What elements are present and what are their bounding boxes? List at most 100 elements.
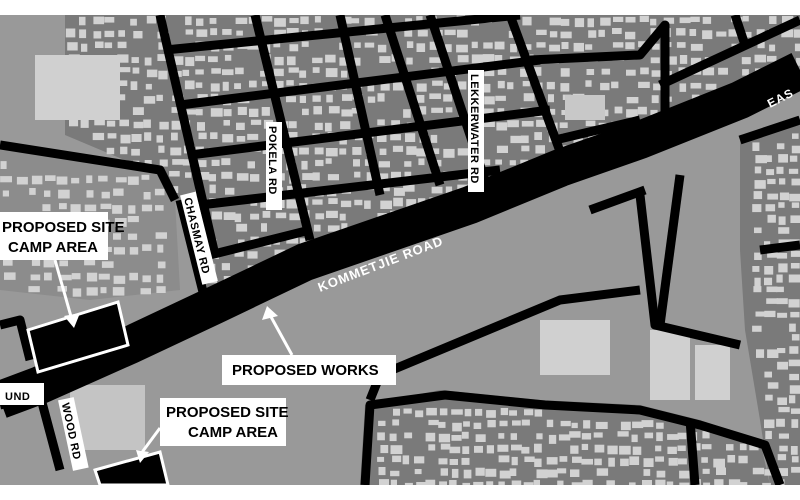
building xyxy=(744,31,752,38)
building xyxy=(728,29,740,37)
building xyxy=(81,43,88,52)
building xyxy=(613,16,624,22)
building xyxy=(222,29,232,35)
building xyxy=(600,17,611,26)
building xyxy=(485,468,497,477)
building xyxy=(511,444,522,451)
building xyxy=(596,468,609,476)
building xyxy=(608,457,615,467)
building xyxy=(521,121,534,127)
building xyxy=(713,458,725,468)
building xyxy=(86,272,98,282)
building xyxy=(789,395,796,404)
building xyxy=(142,275,151,283)
building xyxy=(644,432,654,439)
west-road-label: UND xyxy=(5,391,30,403)
building xyxy=(377,93,385,102)
building xyxy=(788,274,800,283)
building xyxy=(146,15,157,24)
building xyxy=(209,184,216,194)
buildings-east xyxy=(752,133,800,486)
building xyxy=(511,456,518,466)
building xyxy=(581,433,592,440)
building xyxy=(367,96,376,103)
building xyxy=(548,434,557,444)
building xyxy=(778,227,790,234)
building xyxy=(315,213,325,220)
building xyxy=(414,469,422,475)
building xyxy=(67,42,78,51)
building xyxy=(438,458,448,465)
building xyxy=(404,432,413,439)
building xyxy=(574,18,585,28)
building xyxy=(106,120,116,127)
building xyxy=(520,135,529,144)
building xyxy=(601,68,611,75)
building xyxy=(445,107,453,113)
building xyxy=(778,202,785,208)
building xyxy=(438,421,446,428)
building xyxy=(791,466,800,473)
building xyxy=(432,148,440,154)
building xyxy=(287,56,296,66)
building xyxy=(546,81,555,90)
building xyxy=(509,468,517,476)
building xyxy=(302,173,314,180)
building xyxy=(510,433,517,440)
building xyxy=(197,94,208,101)
building xyxy=(473,422,482,429)
building xyxy=(117,54,129,63)
building xyxy=(301,160,308,170)
building xyxy=(676,28,686,36)
building xyxy=(494,55,503,64)
building xyxy=(275,80,284,90)
building xyxy=(171,132,178,141)
building xyxy=(236,223,248,232)
building xyxy=(250,119,262,125)
building xyxy=(100,203,112,209)
building xyxy=(403,408,412,414)
building xyxy=(560,420,571,427)
building xyxy=(581,458,593,465)
building xyxy=(738,482,748,488)
building xyxy=(752,467,765,475)
pokela-rd-plate: POKELA RD xyxy=(266,122,282,210)
building xyxy=(79,29,87,39)
building xyxy=(340,121,351,130)
building xyxy=(536,29,547,35)
building xyxy=(498,433,505,439)
building xyxy=(625,16,636,23)
building xyxy=(211,211,223,220)
building xyxy=(104,42,113,49)
building xyxy=(341,70,348,78)
building xyxy=(587,18,594,28)
building xyxy=(461,457,470,465)
building xyxy=(549,44,560,52)
building xyxy=(582,479,593,486)
building xyxy=(428,419,439,426)
building xyxy=(86,175,93,184)
building xyxy=(791,145,800,154)
building xyxy=(197,172,210,180)
building xyxy=(130,81,138,90)
building xyxy=(104,17,115,23)
building xyxy=(559,456,568,462)
building xyxy=(445,186,453,194)
building xyxy=(619,445,631,455)
building xyxy=(638,81,650,88)
building xyxy=(416,16,423,23)
building xyxy=(789,373,799,381)
building xyxy=(752,204,762,213)
building xyxy=(718,67,728,75)
building xyxy=(754,277,761,287)
building xyxy=(379,479,389,487)
building xyxy=(521,446,530,454)
building xyxy=(59,203,67,210)
building xyxy=(393,408,400,416)
building xyxy=(72,288,82,297)
building xyxy=(655,445,662,452)
svg-text:PROPOSED SITE: PROPOSED SITE xyxy=(166,404,289,421)
building xyxy=(486,481,494,487)
building xyxy=(764,371,772,378)
building xyxy=(766,169,775,176)
